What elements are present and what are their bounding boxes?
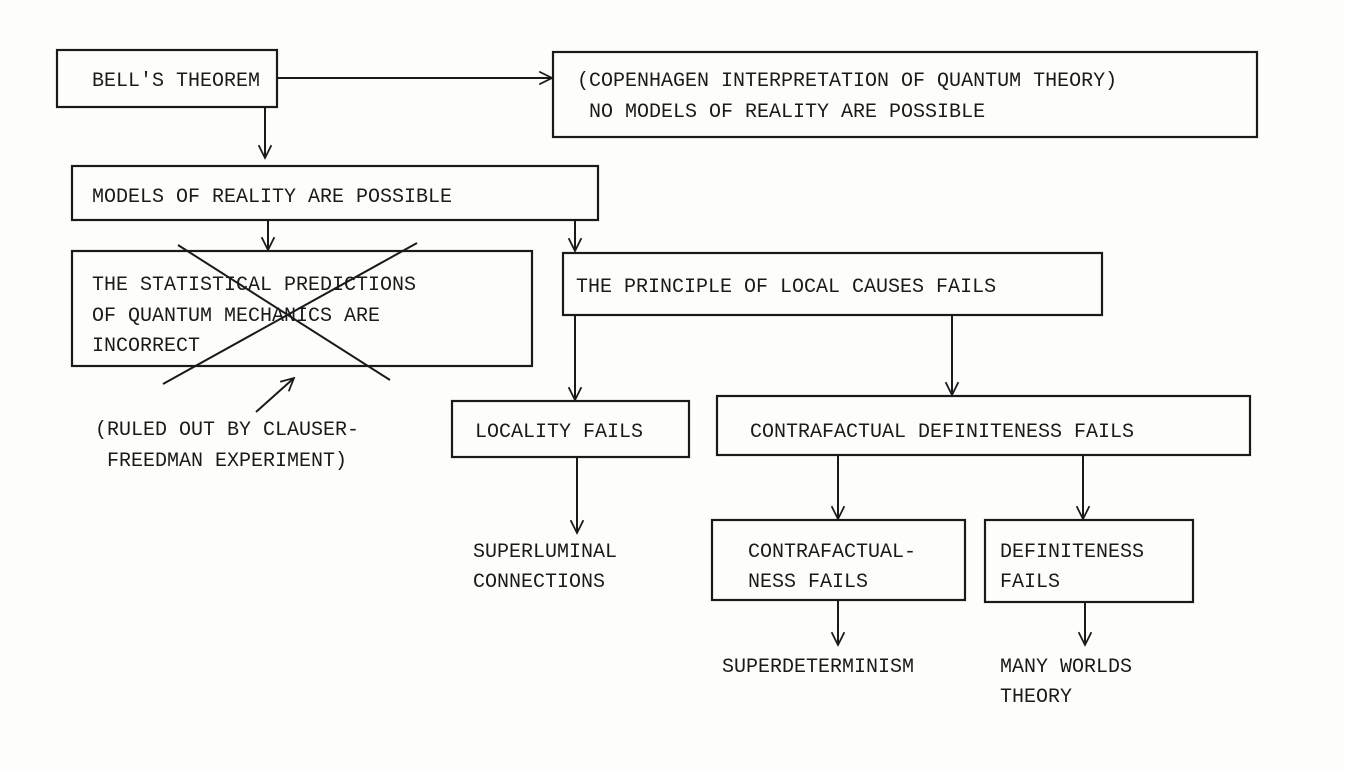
box-statistical-predictions	[70, 249, 534, 368]
box-contrafactual-definiteness	[715, 394, 1252, 457]
copenhagen-label-line1: (COPENHAGEN INTERPRETATION OF QUANTUM TH…	[577, 70, 1117, 93]
statistical-label-line3: INCORRECT	[92, 335, 200, 358]
box-models-possible	[70, 164, 600, 222]
ruled-out-line2: FREEDMAN EXPERIMENT)	[95, 450, 347, 473]
definiteness-line1: DEFINITENESS	[1000, 541, 1144, 564]
many-worlds-line1: MANY WORLDS	[1000, 656, 1132, 679]
bells-theorem-label: BELL'S THEOREM	[92, 70, 260, 93]
ruled-out-line1: (RULED OUT BY CLAUSER-	[95, 419, 359, 442]
cross-out-line	[177, 244, 391, 381]
many-worlds-line2: THEORY	[1000, 686, 1072, 709]
copenhagen-label-line2: NO MODELS OF REALITY ARE POSSIBLE	[577, 101, 985, 124]
box-copenhagen	[551, 50, 1259, 139]
superdeterminism-label: SUPERDETERMINISM	[722, 656, 914, 679]
contrafactual-definiteness-label: CONTRAFACTUAL DEFINITENESS FAILS	[750, 421, 1134, 444]
cross-out-line	[162, 242, 418, 385]
superluminal-line2: CONNECTIONS	[473, 571, 605, 594]
contrafactualness-line1: CONTRAFACTUAL-	[748, 541, 916, 564]
arrow-ruled-out	[255, 378, 294, 413]
statistical-label-line2: OF QUANTUM MECHANICS ARE	[92, 305, 380, 328]
definiteness-line2: FAILS	[1000, 571, 1060, 594]
statistical-label-line1: THE STATISTICAL PREDICTIONS	[92, 274, 416, 297]
superluminal-line1: SUPERLUMINAL	[473, 541, 617, 564]
models-possible-label: MODELS OF REALITY ARE POSSIBLE	[92, 186, 452, 209]
box-local-causes	[561, 251, 1104, 317]
local-causes-label: THE PRINCIPLE OF LOCAL CAUSES FAILS	[576, 276, 996, 299]
locality-fails-label: LOCALITY FAILS	[475, 421, 643, 444]
contrafactualness-line2: NESS FAILS	[748, 571, 868, 594]
